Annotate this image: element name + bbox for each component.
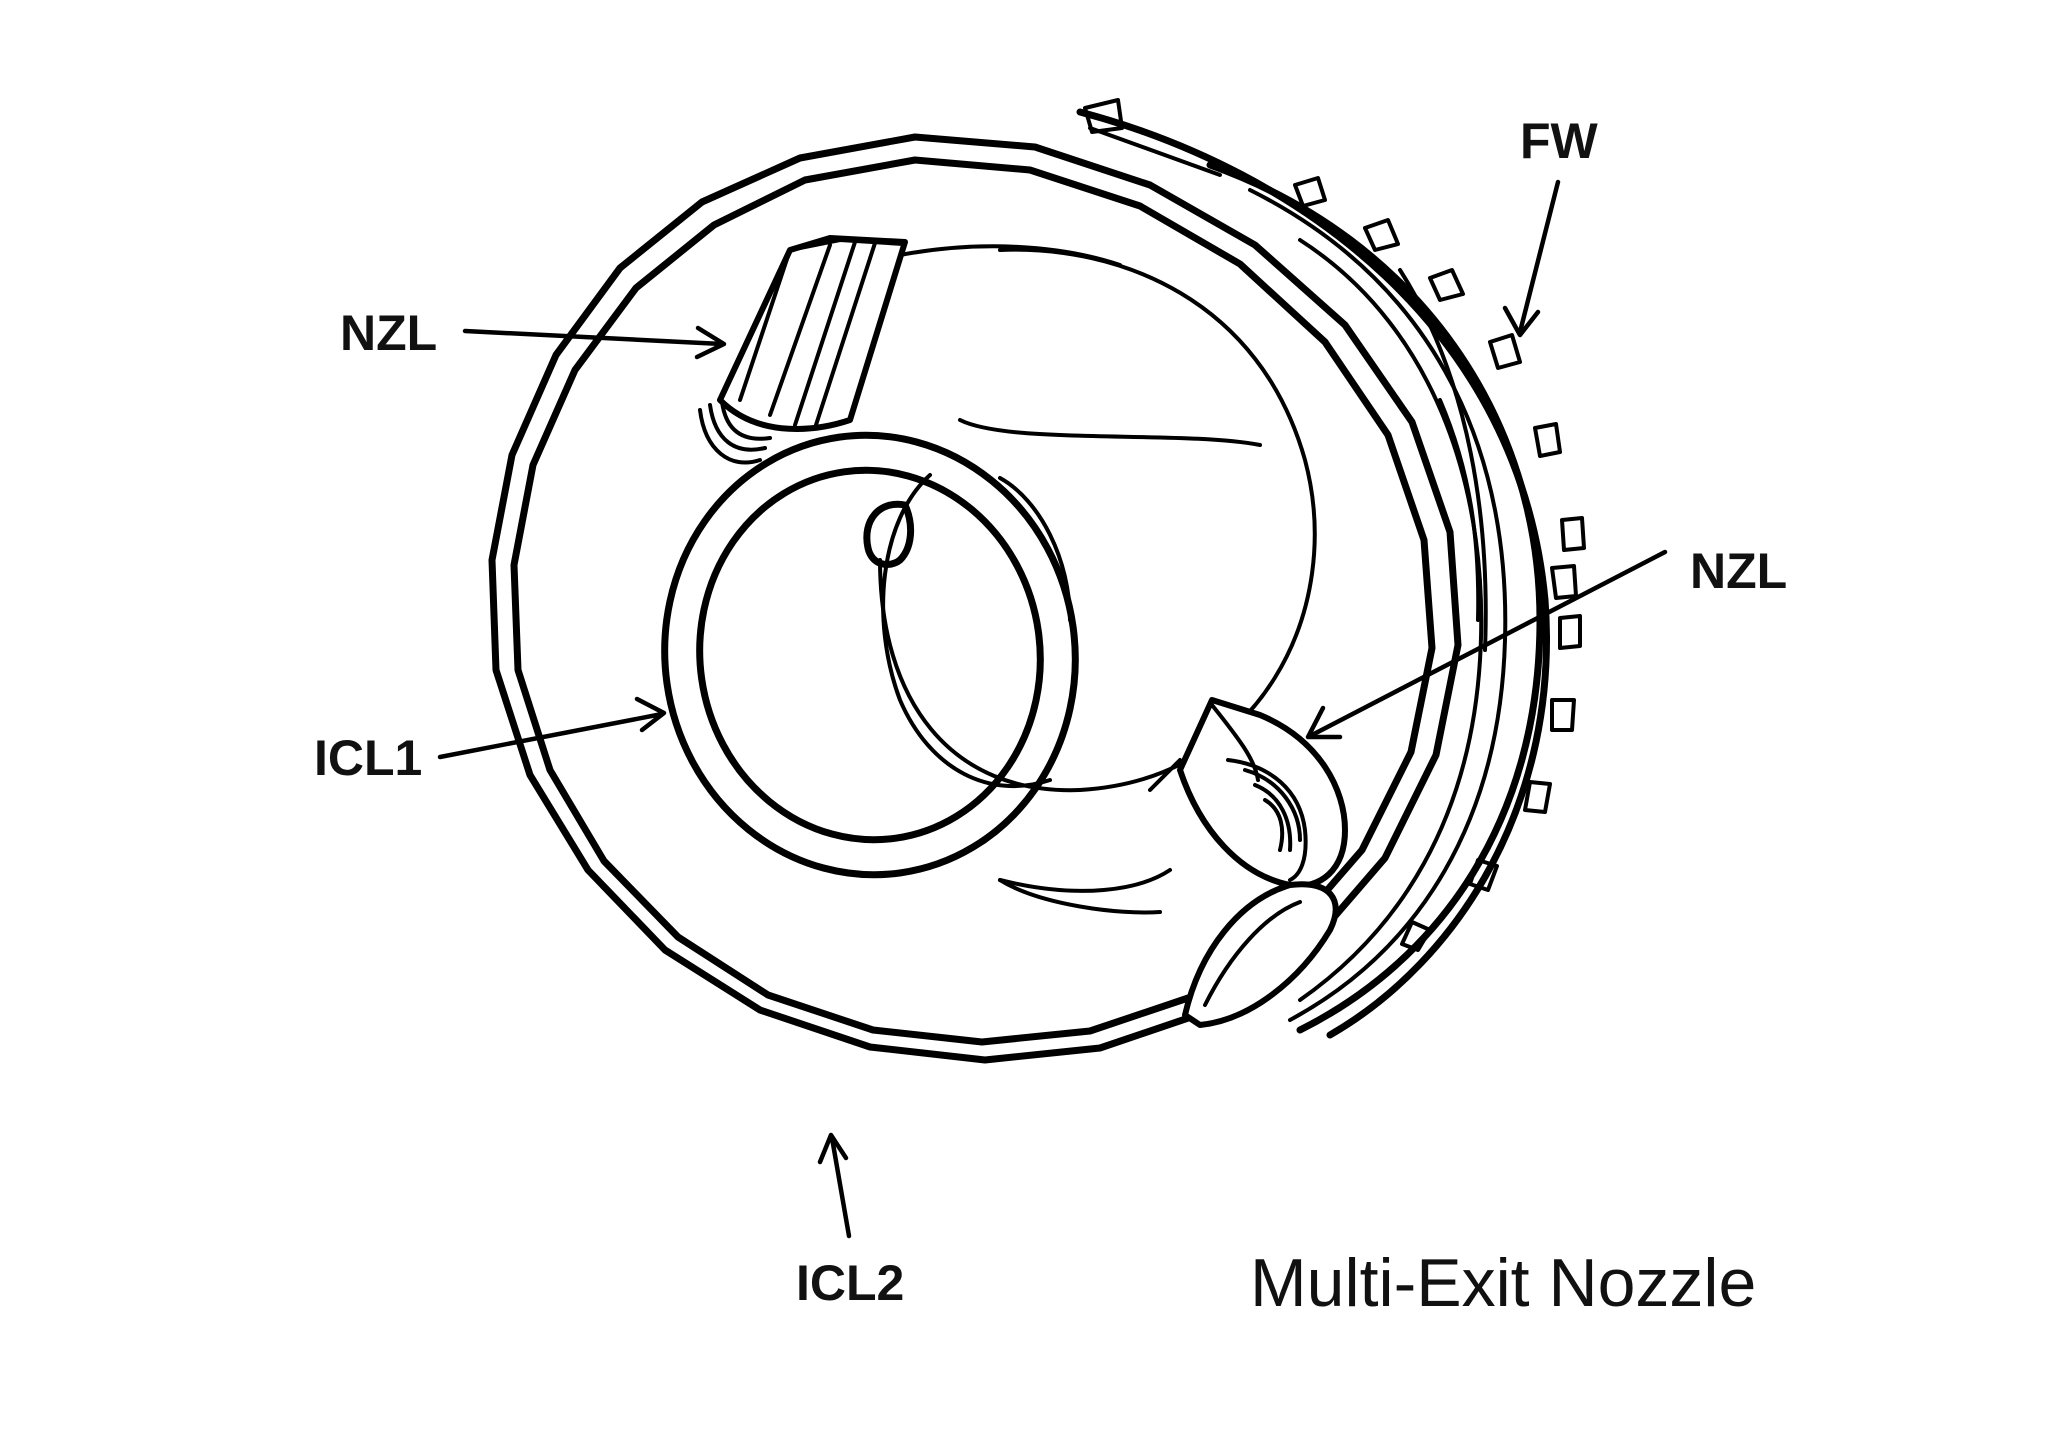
nozzle-right [1148,697,1348,1028]
label-nzl-top: NZL [340,305,437,361]
fin-wheel [1076,98,1586,1039]
nozzle-top [698,235,908,465]
fins [1083,98,1586,952]
arrow-nzl-right [1305,549,1668,740]
front-tube-icl1 [661,431,1079,879]
arrow-nzl-top [462,325,727,360]
arrow-icl1 [437,696,667,760]
figure-caption: Multi-Exit Nozzle [1250,1245,1756,1321]
label-icl2: ICL2 [796,1255,904,1311]
outer-ring-icl2 [488,133,1462,1064]
arrow-icl2 [817,1132,852,1239]
label-nzl-right: NZL [1690,543,1787,599]
label-icl1: ICL1 [314,730,422,786]
label-fw: FW [1520,113,1599,169]
annotation-arrows [437,179,1668,1239]
arrow-fw [1502,179,1561,338]
